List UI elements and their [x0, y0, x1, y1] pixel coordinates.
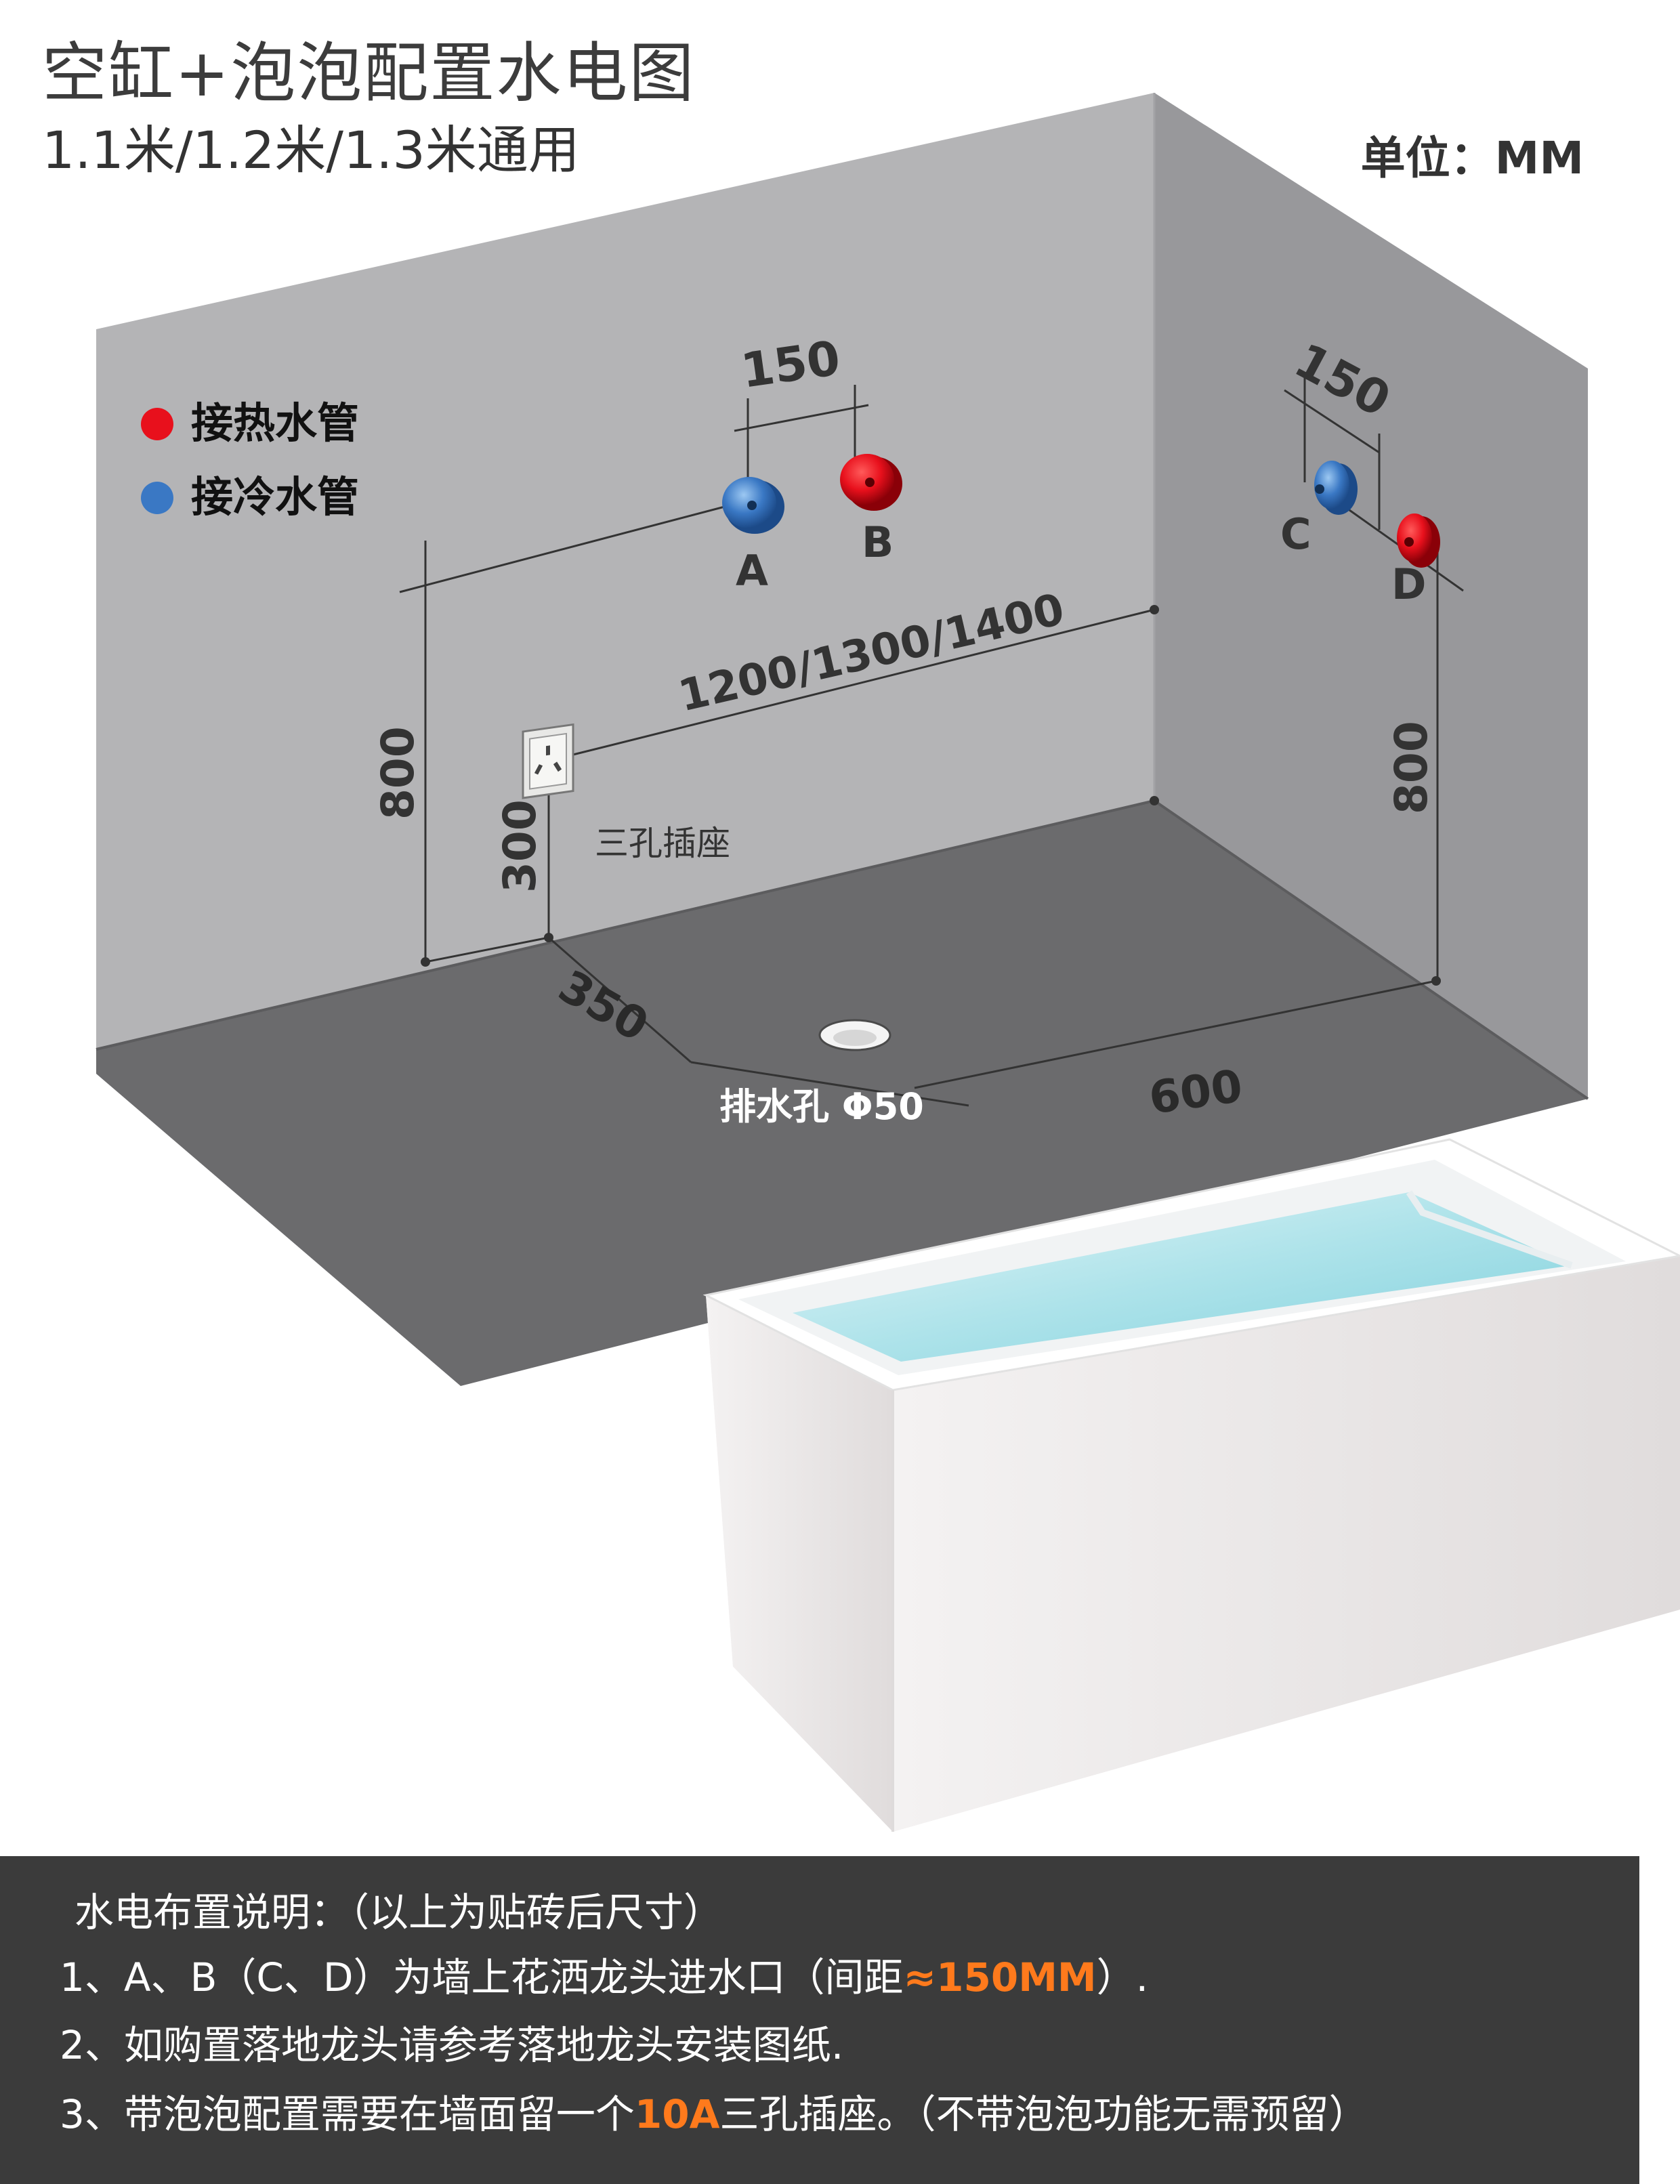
cold-legend-dot: [141, 482, 173, 514]
note-3: 3、带泡泡配置需要在墙面留一个10A三孔插座。（不带泡泡功能无需预留）: [60, 2091, 1368, 2137]
inlet-a: [722, 477, 784, 534]
drain-hole: [818, 1019, 891, 1051]
inlet-b-label: B: [862, 518, 894, 567]
floor: [96, 801, 1588, 1386]
notes-heading: 水电布置说明：（以上为贴砖后尺寸）: [75, 1889, 723, 1935]
dim-socket-height-label: 300: [494, 799, 546, 893]
inlet-a-label: A: [736, 546, 768, 595]
socket-label: 三孔插座: [595, 824, 730, 863]
dim-height-right-label: 800: [1385, 721, 1437, 814]
inlet-c: [1314, 461, 1358, 515]
hot-legend-label: 接热水管: [191, 398, 359, 448]
plumbing-diagram: 接热水管 接冷水管 150 150 1200/1300/1400 800 300: [96, 93, 1680, 1832]
note-2: 2、如购置落地龙头请参考落地龙头安装图纸.: [60, 2022, 844, 2068]
installation-notes: 水电布置说明：（以上为贴砖后尺寸） 1、A、B（C、D）为墙上花洒龙头进水口（间…: [0, 1856, 1639, 2184]
three-hole-socket: [522, 723, 574, 799]
unit-label: 单位：MM: [1360, 132, 1584, 184]
note-1-highlight: ≈150MM: [903, 1954, 1097, 2000]
inlet-d: [1397, 513, 1440, 568]
side-wall: [1154, 93, 1588, 1099]
page-subtitle: 1.1米/1.2米/1.3米通用: [42, 120, 580, 180]
note-3-highlight: 10A: [634, 2091, 720, 2137]
hot-legend-dot: [141, 408, 173, 440]
dim-ab-label: 150: [738, 330, 843, 399]
legend: 接热水管 接冷水管: [141, 398, 359, 522]
bathtub: [702, 1138, 1680, 1832]
cold-legend-label: 接冷水管: [191, 472, 359, 522]
drain-label: 排水孔 Φ50: [719, 1085, 924, 1128]
dim-height-left-label: 800: [372, 726, 424, 820]
page-title: 空缸+泡泡配置水电图: [42, 35, 696, 111]
back-wall: [96, 93, 1154, 1049]
inlet-d-label: D: [1391, 560, 1426, 609]
inlet-c-label: C: [1280, 509, 1311, 559]
inlet-b: [840, 454, 902, 511]
note-1: 1、A、B（C、D）为墙上花洒龙头进水口（间距≈150MM）.: [60, 1954, 1149, 2000]
dim-drain-side-label: 600: [1146, 1059, 1246, 1124]
